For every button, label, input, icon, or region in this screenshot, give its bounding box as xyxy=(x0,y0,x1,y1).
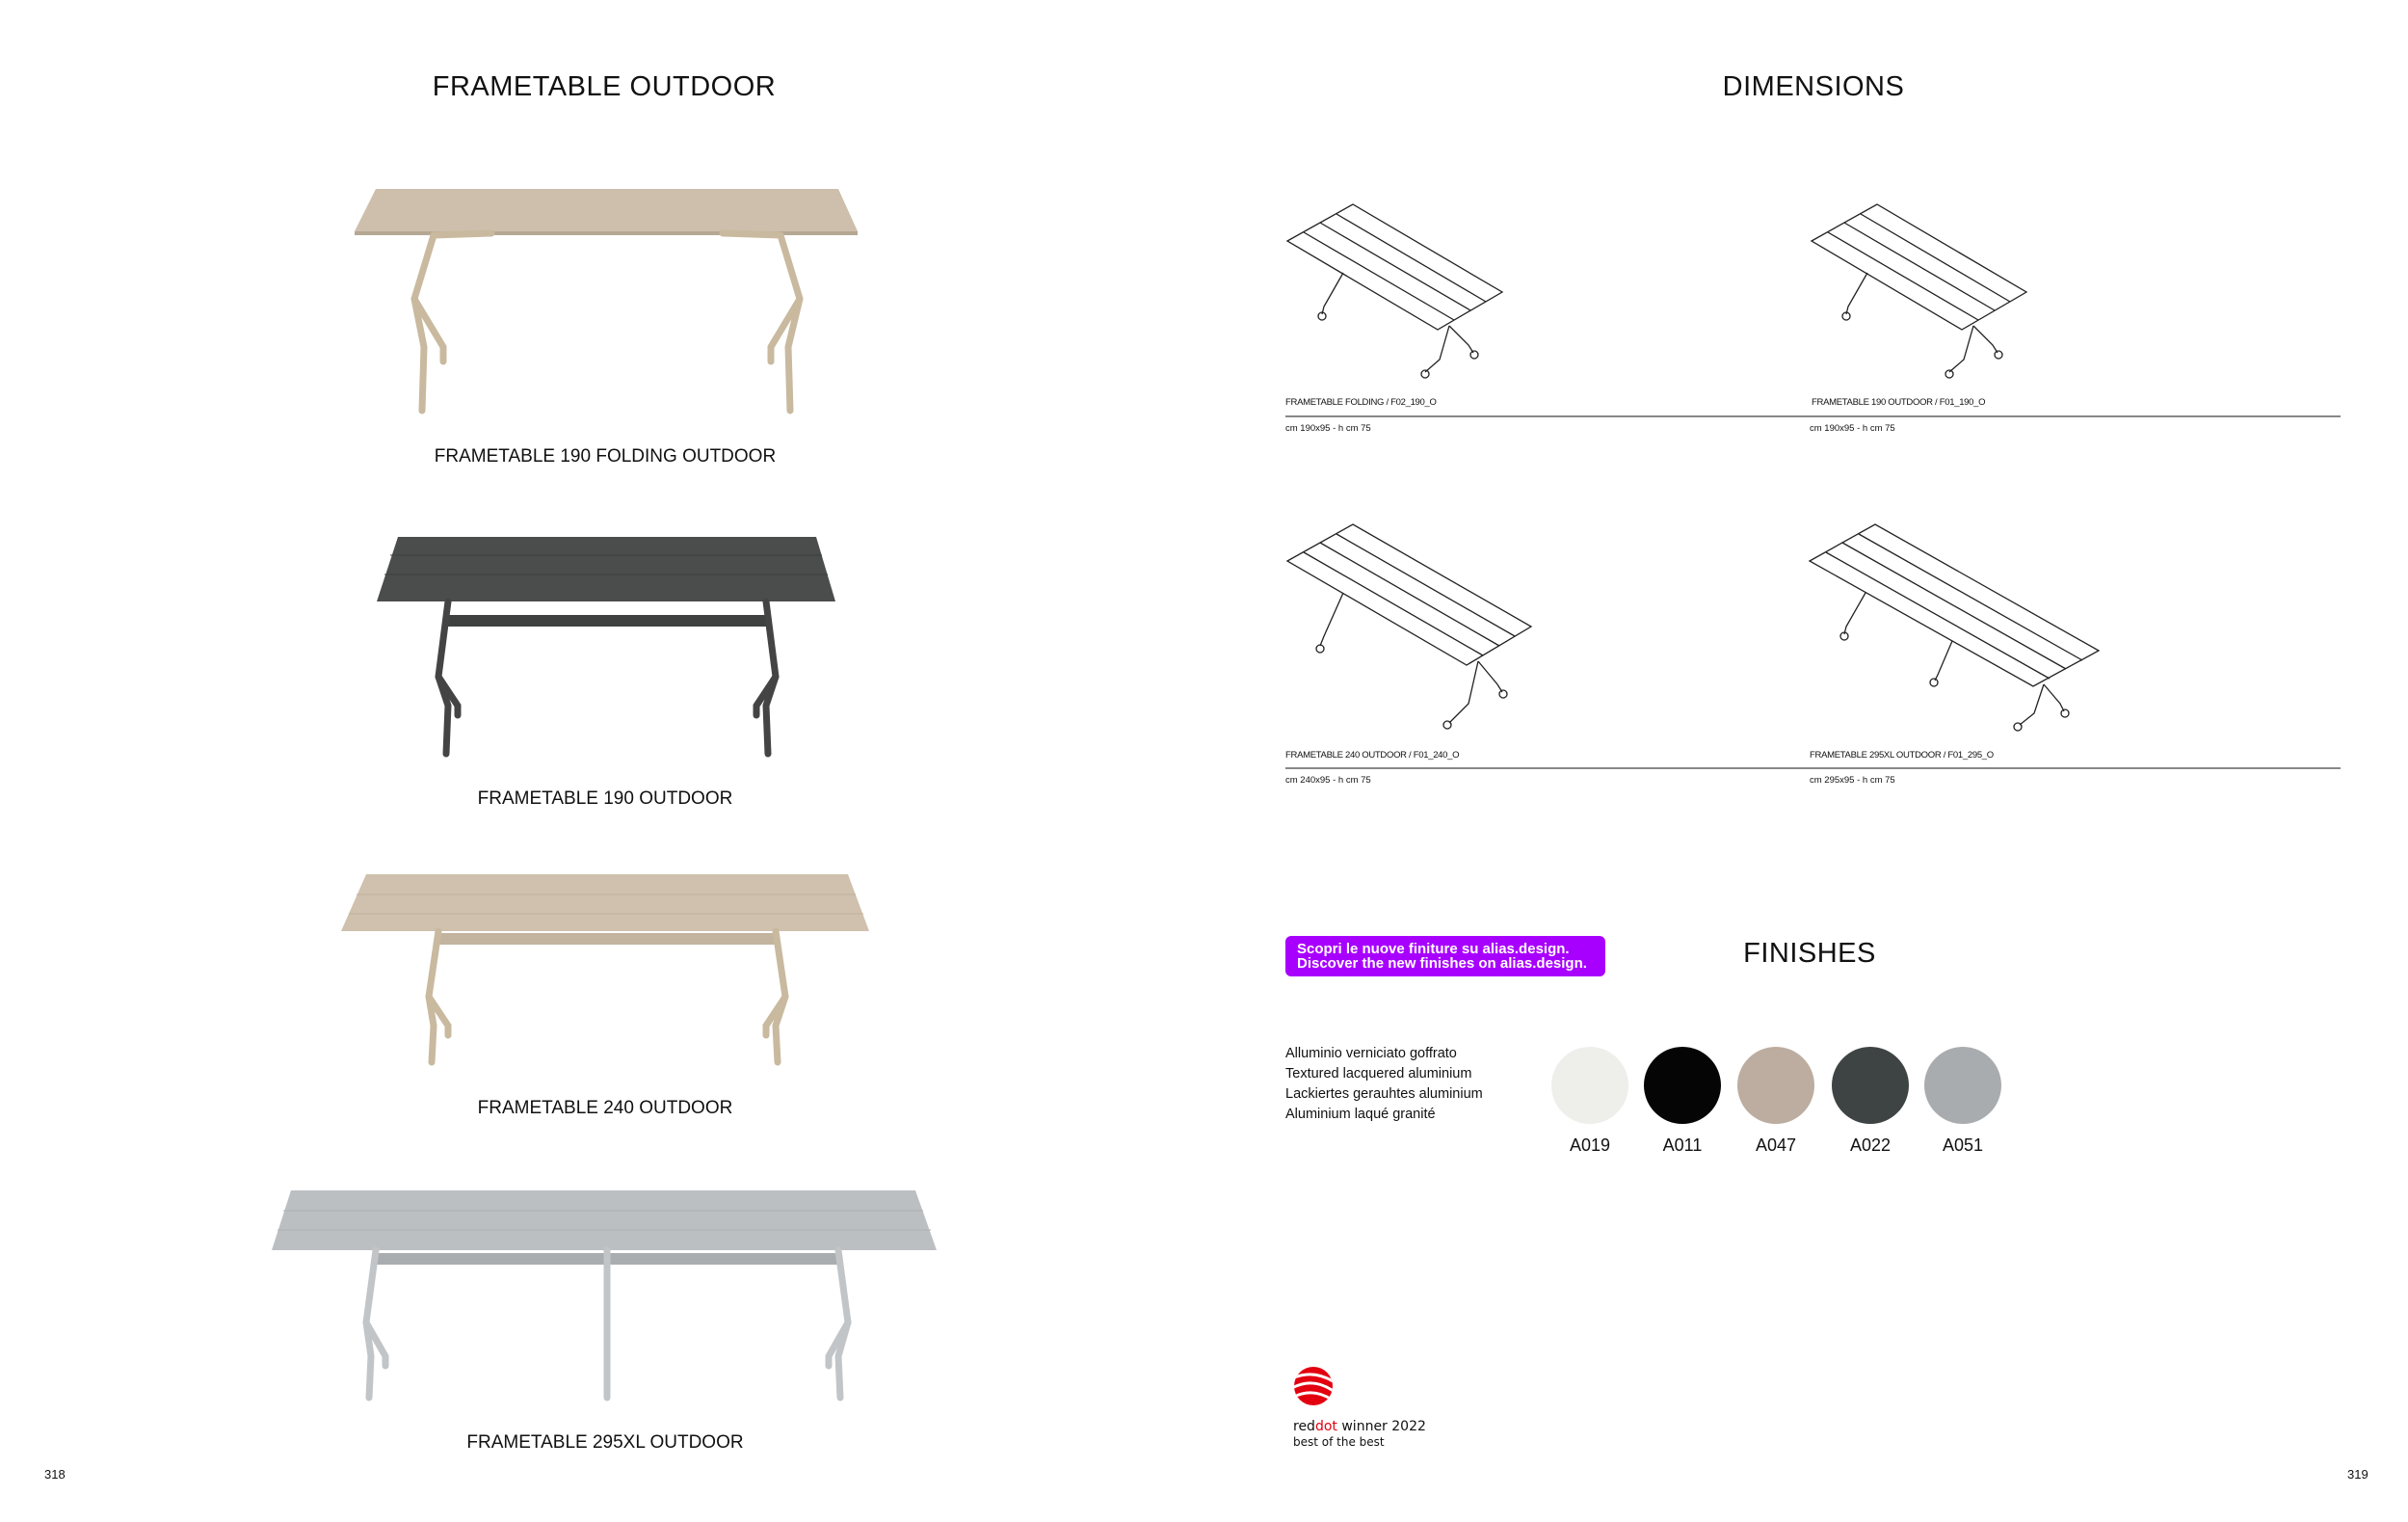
dimension-drawing-240 xyxy=(1285,523,1533,730)
reddot-logo-icon xyxy=(1294,1367,1333,1405)
reddot-award: reddot winner 2022 best of the best xyxy=(1293,1419,1426,1450)
finish-code: A047 xyxy=(1755,1135,1797,1155)
promo-line-en: Discover the new finishes on alias.desig… xyxy=(1297,955,1587,972)
dimension-name: FRAMETABLE 190 OUTDOOR / F01_190_O xyxy=(1812,397,1986,408)
material-it: Alluminio verniciato goffrato xyxy=(1285,1046,1457,1061)
divider xyxy=(1285,767,2341,769)
dimension-size: cm 295x95 - h cm 75 xyxy=(1810,775,1895,786)
page-number-left: 318 xyxy=(44,1467,66,1482)
dimension-size: cm 240x95 - h cm 75 xyxy=(1285,775,1371,786)
dimension-size: cm 190x95 - h cm 75 xyxy=(1810,423,1895,434)
award-subtitle: best of the best xyxy=(1293,1435,1385,1449)
divider xyxy=(1285,415,2341,417)
finish-swatch-a047 xyxy=(1737,1047,1814,1124)
finish-code: A011 xyxy=(1662,1135,1703,1155)
dimension-drawing-190 xyxy=(1810,203,2028,379)
award-dot: dot xyxy=(1314,1419,1337,1434)
finish-material-description: Alluminio verniciato goffrato Textured l… xyxy=(1285,1044,1483,1125)
table-top xyxy=(377,537,835,601)
finishes-title: FINISHES xyxy=(1743,938,1876,969)
product-image-295xl xyxy=(272,1190,937,1402)
product-label: FRAMETABLE 190 FOLDING OUTDOOR xyxy=(434,446,777,467)
dimension-name: FRAMETABLE 240 OUTDOOR / F01_240_O xyxy=(1285,750,1460,761)
product-label: FRAMETABLE 295XL OUTDOOR xyxy=(466,1432,744,1453)
dimension-drawing-folding xyxy=(1285,203,1504,379)
left-page-title: FRAMETABLE OUTDOOR xyxy=(432,71,777,102)
promo-line-it: Scopri le nuove finiture su alias.design… xyxy=(1297,941,1570,957)
finishes-promo-link[interactable]: Scopri le nuove finiture su alias.design… xyxy=(1285,936,1605,976)
dimension-drawing-295xl xyxy=(1808,523,2101,732)
finish-swatch-a022 xyxy=(1832,1047,1909,1124)
product-image-240 xyxy=(341,874,869,1066)
finish-code: A019 xyxy=(1569,1135,1611,1155)
dimension-name: FRAMETABLE FOLDING / F02_190_O xyxy=(1285,397,1437,408)
finish-swatch-a011 xyxy=(1644,1047,1721,1124)
material-de: Lackiertes gerauhtes aluminium xyxy=(1285,1086,1483,1102)
finish-swatch-a019 xyxy=(1551,1047,1628,1124)
award-winner: winner 2022 xyxy=(1336,1419,1426,1434)
dimension-size: cm 190x95 - h cm 75 xyxy=(1285,423,1371,434)
dimension-name: FRAMETABLE 295XL OUTDOOR / F01_295_O xyxy=(1810,750,1994,761)
product-label: FRAMETABLE 240 OUTDOOR xyxy=(477,1098,733,1118)
finish-code: A022 xyxy=(1849,1135,1892,1155)
finish-code: A051 xyxy=(1942,1135,1984,1155)
finish-swatch-a051 xyxy=(1924,1047,2001,1124)
page-number-right: 319 xyxy=(2347,1467,2368,1482)
material-fr: Aluminium laqué granité xyxy=(1285,1107,1436,1122)
right-page-title: DIMENSIONS xyxy=(1722,71,1905,102)
material-en: Textured lacquered aluminium xyxy=(1285,1066,1472,1081)
product-image-190 xyxy=(377,537,835,758)
award-red: red xyxy=(1293,1419,1315,1434)
product-label: FRAMETABLE 190 OUTDOOR xyxy=(477,788,733,809)
product-image-folding xyxy=(355,189,858,414)
table-top xyxy=(355,189,858,231)
table-top xyxy=(341,874,869,931)
table-top xyxy=(272,1190,937,1250)
